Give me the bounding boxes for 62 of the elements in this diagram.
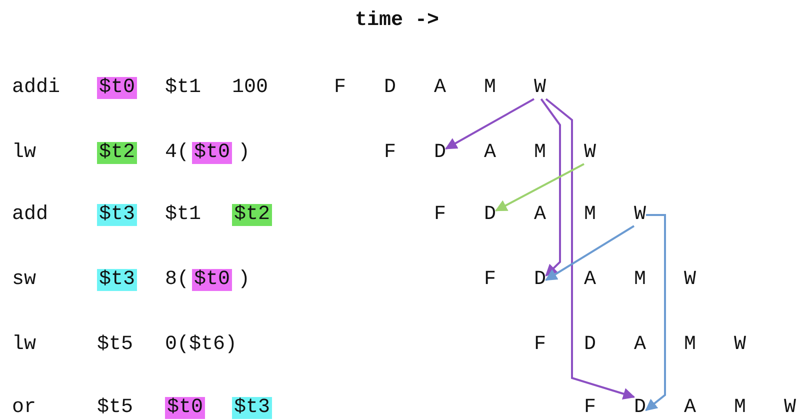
- pipeline-stage: W: [784, 397, 796, 419]
- instruction-mnemonic: lw: [12, 334, 36, 356]
- pipeline-stage: D: [584, 334, 596, 356]
- operand: 4(: [165, 142, 190, 164]
- pipeline-stage: W: [634, 204, 646, 226]
- operand: ): [238, 269, 250, 291]
- instruction-mnemonic: or: [12, 397, 36, 419]
- pipeline-stage: A: [684, 397, 696, 419]
- pipeline-stage: W: [684, 269, 696, 291]
- instruction-mnemonic: add: [12, 204, 48, 226]
- pipeline-stage: F: [584, 397, 596, 419]
- pipeline-stage: F: [434, 204, 446, 226]
- pipeline-stage: M: [684, 334, 696, 356]
- highlighted-register: $t0: [165, 397, 206, 419]
- pipeline-stage: D: [434, 142, 446, 164]
- pipeline-stage: D: [634, 397, 646, 419]
- dependency-arrow: [540, 98, 561, 276]
- dependency-arrow: [494, 163, 584, 212]
- pipeline-stage: W: [584, 142, 596, 164]
- highlighted-register: $t3: [97, 269, 138, 291]
- pipeline-stage: W: [734, 334, 746, 356]
- pipeline-stage: A: [434, 77, 446, 99]
- pipeline-stage: D: [534, 269, 546, 291]
- highlighted-register: $t0: [97, 77, 138, 99]
- operand: $t5: [97, 397, 134, 419]
- pipeline-stage: F: [534, 334, 546, 356]
- pipeline-stage: D: [484, 204, 496, 226]
- operand: $t1: [165, 77, 202, 99]
- pipeline-stage: A: [584, 269, 596, 291]
- dependency-arrow: [544, 225, 635, 281]
- pipeline-stage: D: [384, 77, 396, 99]
- pipeline-stage: M: [634, 269, 646, 291]
- pipeline-stage: F: [384, 142, 396, 164]
- pipeline-stage: F: [484, 269, 496, 291]
- instruction-mnemonic: lw: [12, 142, 36, 164]
- pipeline-stage: M: [534, 142, 546, 164]
- highlighted-register: $t0: [192, 142, 232, 164]
- pipeline-stage: M: [484, 77, 496, 99]
- operand: 100: [232, 77, 268, 99]
- highlighted-register: $t0: [192, 269, 232, 291]
- operand: 0($t6): [165, 334, 238, 356]
- operand: $t1: [165, 204, 202, 226]
- highlighted-register: $t3: [232, 397, 272, 419]
- dependency-arrow: [545, 98, 636, 400]
- pipeline-stage: A: [534, 204, 546, 226]
- pipeline-stage: A: [634, 334, 646, 356]
- operand: $t5: [97, 334, 134, 356]
- highlighted-register: $t2: [232, 204, 272, 226]
- instruction-mnemonic: sw: [12, 269, 36, 291]
- dependency-arrow: [645, 214, 666, 411]
- highlighted-register: $t3: [97, 204, 138, 226]
- operand: ): [238, 142, 250, 164]
- pipeline-stage: A: [484, 142, 496, 164]
- pipeline-stage: M: [584, 204, 596, 226]
- title: time ->: [355, 10, 440, 32]
- dependency-arrow: [444, 98, 534, 150]
- instruction-mnemonic: addi: [12, 77, 60, 99]
- pipeline-stage: M: [734, 397, 746, 419]
- pipeline-stage: F: [334, 77, 346, 99]
- operand: 8(: [165, 269, 190, 291]
- highlighted-register: $t2: [97, 142, 138, 164]
- pipeline-stage: W: [534, 77, 546, 99]
